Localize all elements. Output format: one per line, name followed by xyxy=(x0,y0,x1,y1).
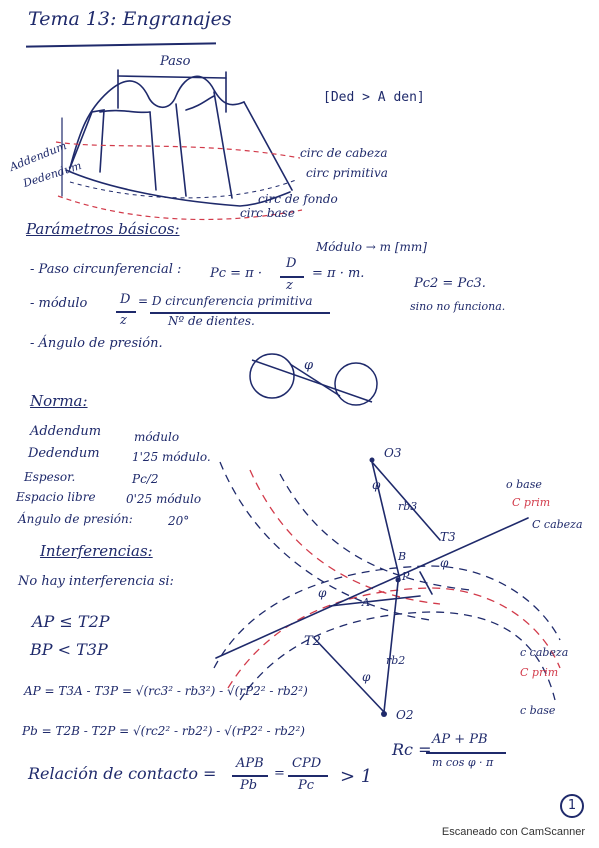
norma-espesor: Espesor. xyxy=(24,470,76,484)
rel-frac2-bar xyxy=(288,775,328,777)
rel-frac1-num: APB xyxy=(236,756,264,771)
root-circle-arc xyxy=(57,195,303,221)
rc-lhs: Rc = xyxy=(392,740,432,759)
gear-front xyxy=(65,169,291,207)
angulo-label: - Ángulo de presión. xyxy=(30,336,163,351)
circ-fondo-label: circ de fondo xyxy=(258,192,338,206)
rb3-label: rb3 xyxy=(398,500,418,513)
cprim-bot-label: C prim xyxy=(520,666,559,679)
paso-circ-label: - Paso circunferencial : xyxy=(30,262,182,277)
ineq-bp: BP < T3P xyxy=(30,640,108,659)
modulo-unit: Módulo → m [mm] xyxy=(316,240,427,254)
phi-small: φ xyxy=(304,358,314,373)
base-circle-arc xyxy=(69,179,297,199)
interferencia-condition: No hay interferencia si: xyxy=(18,574,174,589)
paso-frac-den: z xyxy=(286,278,293,293)
norma-addendum: Addendum xyxy=(30,424,102,439)
paso-formula-b: = π · m. xyxy=(312,266,365,281)
pc-equality: Pc2 = Pc3. xyxy=(414,276,486,291)
circ-primitiva-label: circ primitiva xyxy=(306,166,388,180)
interferencias-heading: Interferencias: xyxy=(40,542,153,560)
modulo-eq-bar xyxy=(150,312,330,314)
modulo-label: - módulo xyxy=(30,296,88,311)
dedendum-note: [Ded > A den] xyxy=(323,90,425,105)
norma-angulo-value: 20° xyxy=(168,514,190,528)
phi-left: φ xyxy=(318,586,327,600)
parametros-heading: Parámetros básicos: xyxy=(26,220,180,238)
gear-circle-left xyxy=(249,353,295,399)
modulo-frac-num: D xyxy=(120,292,131,307)
t2-label: T2 xyxy=(304,634,321,649)
modulo-frac-den: z xyxy=(120,313,127,328)
paso-frac-num: D xyxy=(286,256,297,271)
phi-bottom: φ xyxy=(362,670,371,684)
scanner-footer: Escaneado con CamScanner xyxy=(441,826,585,838)
paso-frac-bar xyxy=(280,276,304,278)
norma-dedendum-value: 1'25 módulo. xyxy=(132,450,211,464)
modulo-frac-bar xyxy=(116,311,136,313)
cprim-top-label: C prim xyxy=(512,496,551,509)
norma-addendum-value: módulo xyxy=(134,430,180,444)
norma-espacio: Espacio libre xyxy=(16,490,96,504)
ineq-ap: AP ≤ T2P xyxy=(32,612,110,631)
modulo-eq-den: Nº de dientes. xyxy=(168,314,255,328)
rc-den: m cos φ · π xyxy=(432,756,494,769)
rel-frac2-den: Pc xyxy=(298,778,315,793)
norma-angulo: Ángulo de presión: xyxy=(18,512,133,526)
page-title: Tema 13: Engranajes xyxy=(28,8,232,30)
pc-note: sino no funciona. xyxy=(410,300,506,313)
a-label: A xyxy=(362,596,370,609)
rel-equals: = xyxy=(274,766,285,781)
circ-cabeza-label: circ de cabeza xyxy=(300,146,388,160)
pitch-circle-arc xyxy=(55,141,301,159)
modulo-eq-num: = D circunferencia primitiva xyxy=(138,294,313,308)
rc-bar xyxy=(426,752,506,754)
paso-formula-a: Pc = π · xyxy=(210,266,262,281)
phi-top: φ xyxy=(372,478,381,492)
t3-label: T3 xyxy=(440,530,456,544)
circ-base-label: circ base xyxy=(240,206,295,220)
paso-label: Paso xyxy=(160,54,191,69)
page-number: 1 xyxy=(560,794,584,818)
gear-circle-right xyxy=(334,362,378,406)
norma-dedendum: Dedendum xyxy=(28,446,100,461)
obase-label: o base xyxy=(506,478,542,491)
o2-label: O2 xyxy=(396,708,414,722)
rel-tail: > 1 xyxy=(340,766,373,787)
rb2-label: rb2 xyxy=(386,654,406,667)
rel-frac1-den: Pb xyxy=(240,778,258,793)
ccabeza-bot-label: c cabeza xyxy=(520,646,569,659)
b-label: B xyxy=(398,550,407,563)
rel-frac1-bar xyxy=(232,775,268,777)
phi-mid: φ xyxy=(440,556,449,570)
p-label: P xyxy=(402,570,410,583)
relacion-label: Relación de contacto = xyxy=(28,764,217,783)
line-of-action xyxy=(215,517,529,659)
pb-formula: Pb = T2B - T2P = √(rc2² - rb2²) - √(rP2²… xyxy=(22,724,305,738)
rc-num: AP + PB xyxy=(432,732,488,747)
o3-label: O3 xyxy=(384,446,402,460)
rel-frac2-num: CPD xyxy=(292,756,322,771)
cbase-bot-label: c base xyxy=(520,704,556,717)
ccabeza-top-label: C cabeza xyxy=(532,518,583,531)
norma-espacio-value: 0'25 módulo xyxy=(126,492,202,506)
norma-heading: Norma: xyxy=(30,392,88,410)
ap-formula: AP = T3A - T3P = √(rc3² - rb3²) - √(rP2²… xyxy=(24,684,308,698)
norma-espesor-value: Pc/2 xyxy=(132,472,159,486)
gear-profile xyxy=(69,75,245,169)
